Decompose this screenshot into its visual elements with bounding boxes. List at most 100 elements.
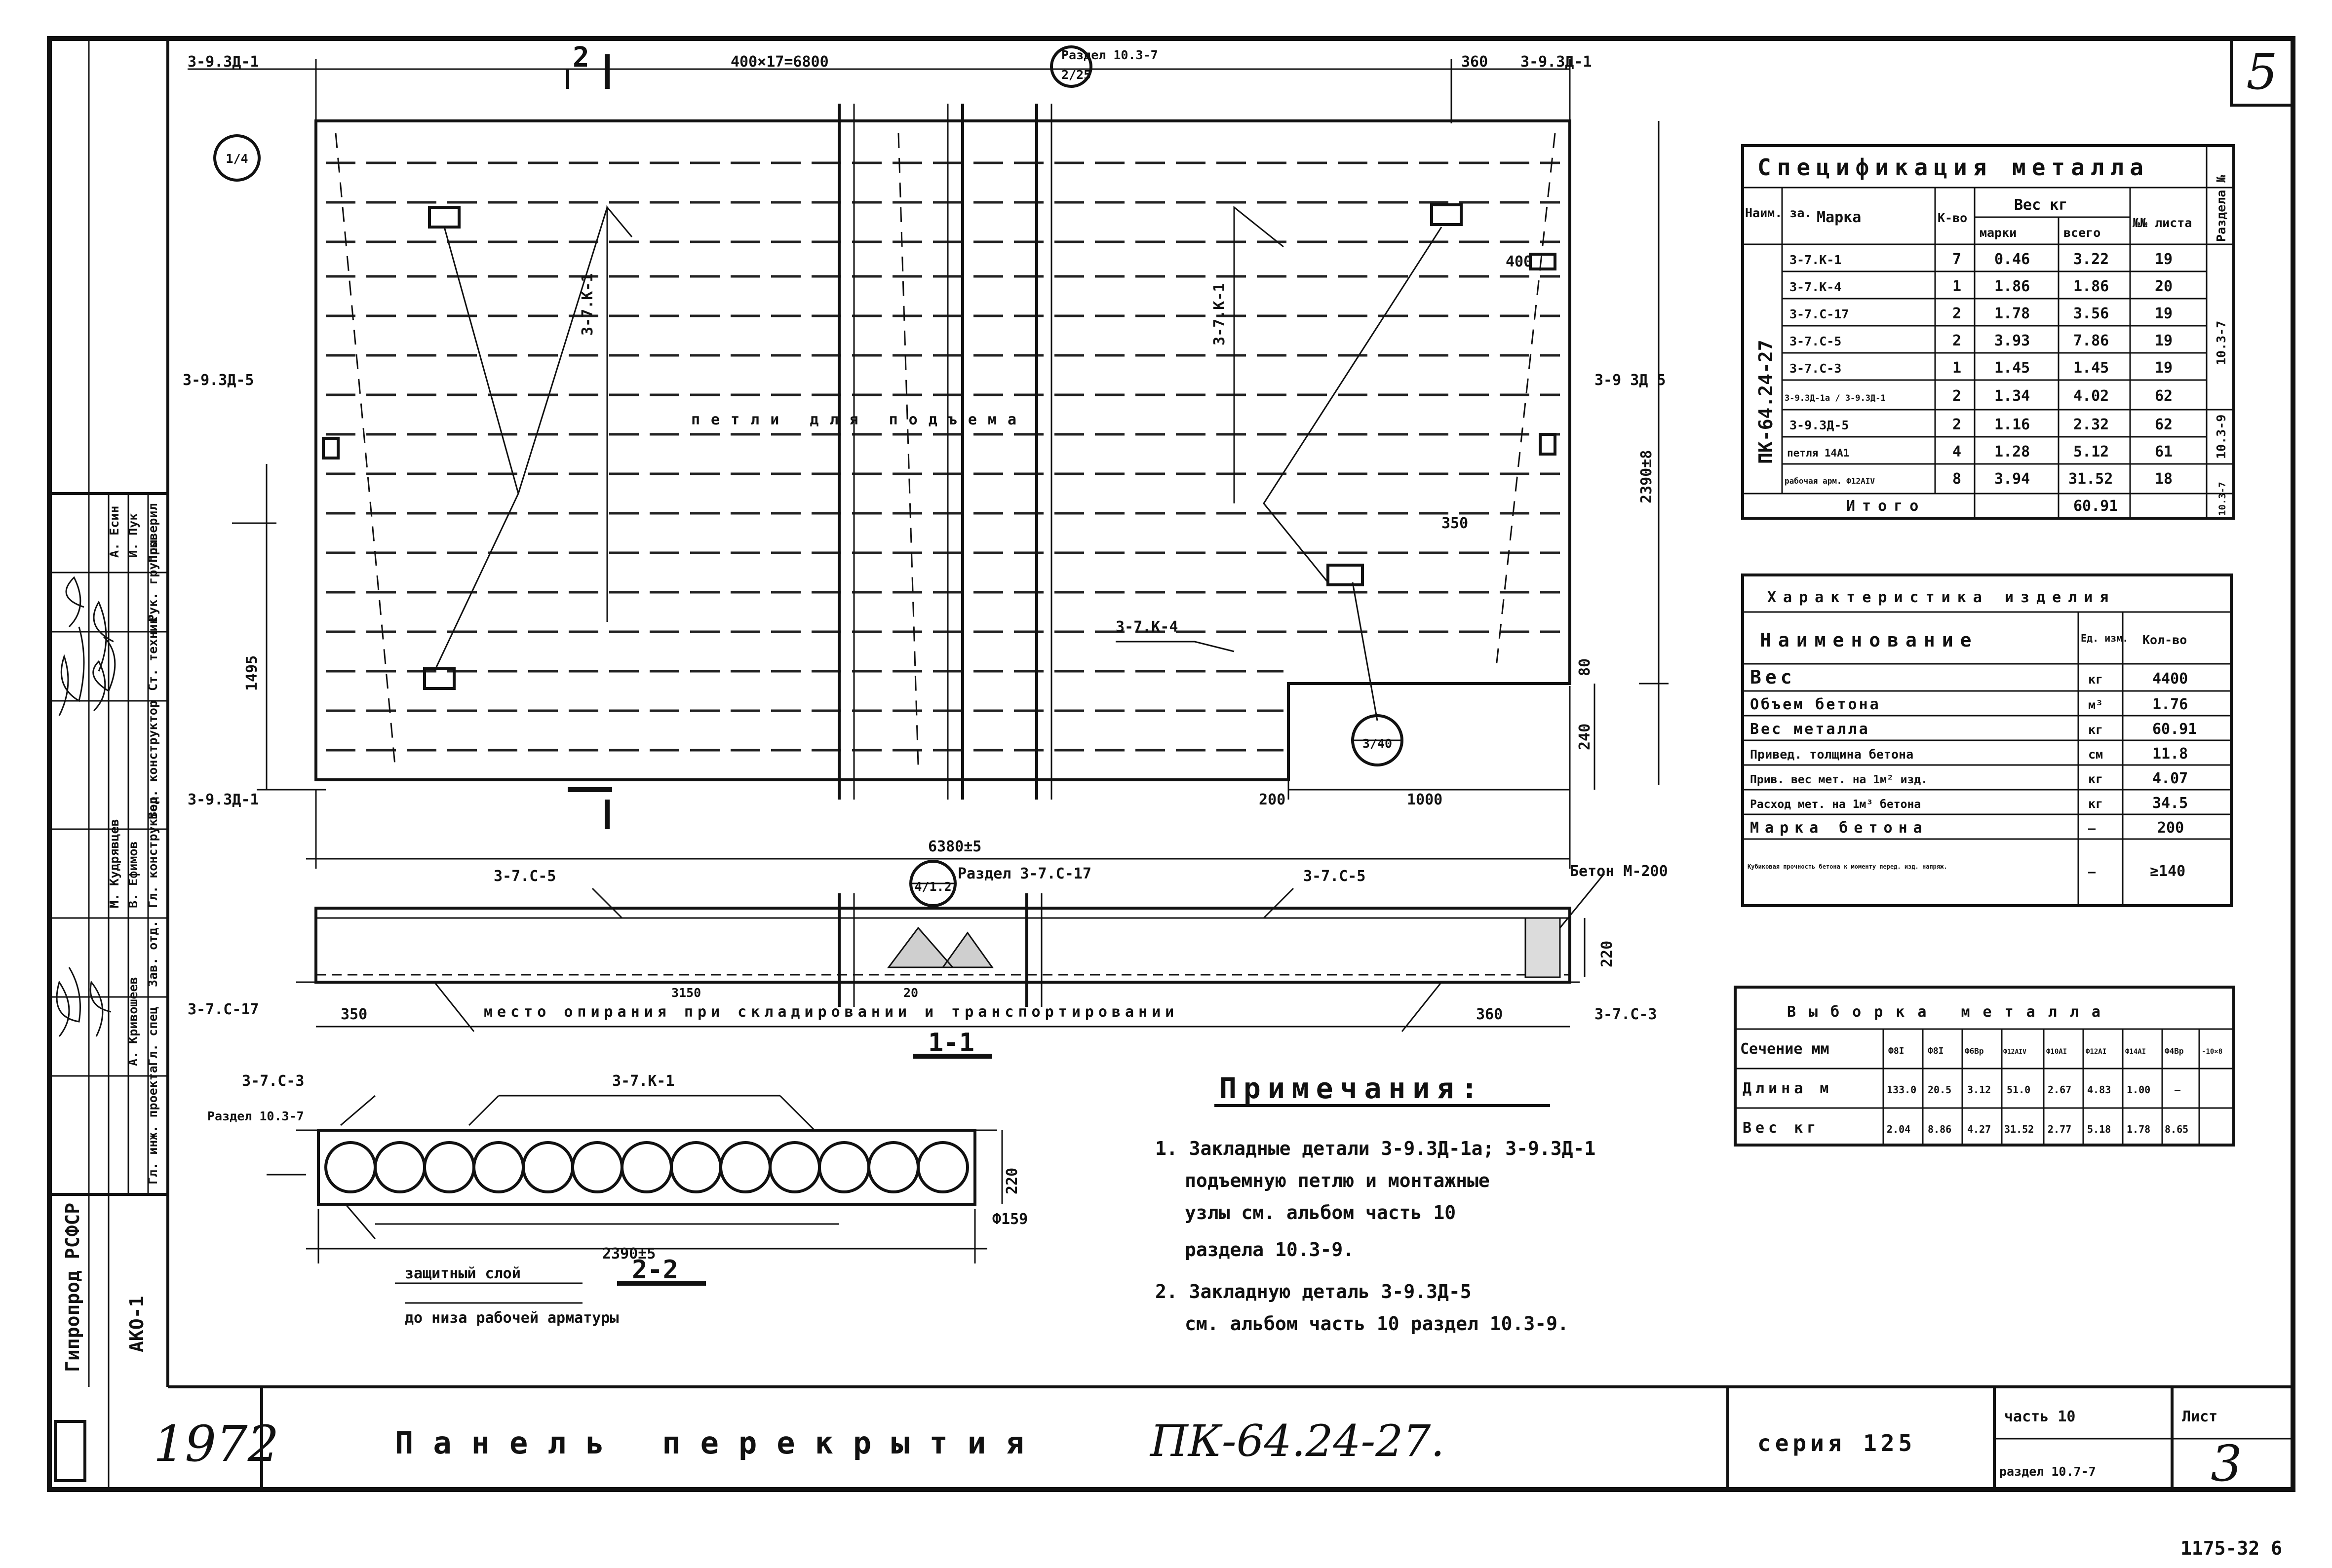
lifting-loop: [1430, 203, 1463, 226]
plan-dim: 350: [1441, 515, 1468, 532]
spec-cell: 1.86: [1994, 278, 2030, 295]
title-block: [260, 1387, 2293, 1490]
section-callout-circle: 4/1.2: [914, 880, 951, 894]
char-cell: Марка бетона: [1750, 819, 1928, 837]
plan-label: 3-9.3Д-5: [183, 372, 254, 389]
plan-view: [188, 54, 1669, 869]
spec-cell: 3-7.К-4: [1789, 280, 1841, 294]
side-org: Гипропрод РСФСР: [62, 1203, 83, 1372]
spec-header: Раздела №: [2214, 175, 2228, 242]
select-cell: 31.52: [2004, 1123, 2034, 1135]
plan-dim: 6380±5: [928, 838, 981, 855]
spec-rows: 3-7.К-1 7 0.46 3.22 19 3-7.К-4 1 1.86 1.…: [1785, 251, 2173, 488]
signature: [93, 600, 114, 672]
stamp-role: Проверил: [146, 503, 160, 563]
char-cell: Вес: [1750, 666, 1796, 688]
select-row-label: Длина м: [1743, 1080, 1832, 1097]
spec-cell: 5.12: [2073, 443, 2109, 460]
spec-cell: 1.45: [2073, 359, 2109, 377]
spec-cell: 19: [2155, 332, 2173, 349]
char-header: Кол-во: [2142, 633, 2187, 647]
notes-heading: Примечания:: [1219, 1071, 1485, 1105]
char-cell: 200: [2157, 819, 2184, 837]
spec-cell: 2: [1952, 305, 1961, 322]
select-cell: 3.12: [1967, 1084, 1991, 1096]
char-title: Характеристика изделия: [1767, 589, 2115, 606]
stamp-role: Гл. инж. проекта: [146, 1066, 160, 1185]
section-dim: 20: [903, 986, 918, 1000]
spec-cell: 3.94: [1994, 470, 2030, 488]
select-col: Ф14АI: [2125, 1048, 2146, 1056]
char-cell: 1.76: [2152, 696, 2188, 713]
embedded-part: [1539, 433, 1556, 456]
char-header: Ед. изм.: [2081, 632, 2128, 644]
section-dim: 360: [1476, 1006, 1503, 1023]
callout-circle: [1050, 45, 1092, 88]
plan-label: 3-9 3Д 5: [1594, 372, 1666, 389]
char-cell: 4.07: [2152, 770, 2188, 787]
stamp-name: А. Кривошеев: [126, 977, 140, 1066]
spec-header: Вес кг: [2014, 196, 2067, 214]
spec-cell: 3-7.К-1: [1789, 253, 1841, 267]
plan-section-mark: 2: [573, 41, 589, 74]
spec-cell: 19: [2155, 305, 2173, 322]
select-title: Выборка металла: [1787, 1003, 2113, 1021]
spec-cell: 8: [1952, 470, 1961, 488]
note-line: подъемную петлю и монтажные: [1185, 1170, 1490, 1191]
lifting-loop: [1326, 564, 1364, 586]
select-cell: 8.65: [2165, 1123, 2188, 1135]
section22-note: защитный слой: [405, 1265, 521, 1282]
spec-total-value: 60.91: [2073, 497, 2118, 515]
char-cell: Прив. вес мет. на 1м² изд.: [1750, 773, 1928, 786]
section-label: Раздел 3-7.С-17: [958, 865, 1091, 882]
spec-cell: 61: [2155, 443, 2173, 460]
plan-dim: 200: [1259, 791, 1285, 808]
spec-cell: 3-7.С-5: [1789, 334, 1841, 348]
callout-circle: [213, 134, 261, 182]
char-cell: кг: [2088, 723, 2103, 737]
plan-callout-circle: 1/4: [226, 152, 248, 166]
spec-cell: 18: [2155, 470, 2173, 488]
section-dim: 3150: [671, 986, 701, 1000]
select-cell: 20.5: [1928, 1084, 1951, 1096]
select-col: Сечение мм: [1740, 1040, 1829, 1058]
signature: [56, 967, 81, 1037]
spec-cell: 62: [2155, 387, 2173, 405]
select-cell: 1.78: [2127, 1123, 2150, 1135]
spec-cell: 0.46: [1994, 251, 2030, 268]
sheet-corner-number: 5: [2246, 43, 2278, 101]
spec-cell: 4: [1952, 443, 1961, 460]
section-1-1: [296, 873, 1605, 1059]
select-col: Ф6Вр: [1965, 1046, 1984, 1056]
section22-label: 3-7.С-3: [242, 1072, 304, 1090]
side-album: АКО-1: [126, 1296, 148, 1352]
spec-header: Марка: [1817, 209, 1861, 226]
title-mark: ПК-64.24-27.: [1149, 1415, 1444, 1466]
spec-cell: 3-9.3Д-5: [1789, 418, 1849, 432]
spec-total-label: Итого: [1846, 497, 1925, 515]
char-cell: м³: [2088, 698, 2103, 712]
signature: [65, 576, 84, 628]
char-cell: —: [2088, 865, 2096, 879]
signature: [89, 980, 112, 1037]
select-col: Ф8I: [1888, 1046, 1904, 1056]
stamp-name: В. Ефимов: [126, 841, 140, 908]
plan-label: 3-7.К-1: [1211, 283, 1228, 345]
note-line: 2. Закладную деталь 3-9.3Д-5: [1155, 1281, 1472, 1302]
year: 1972: [154, 1415, 279, 1473]
select-col: Ф4Вр: [2165, 1046, 2184, 1056]
char-cell: 4400: [2152, 670, 2188, 688]
spec-cell: 1.16: [1994, 416, 2030, 433]
section22-dim: Ф159: [992, 1211, 1028, 1228]
plan-loop-text: петли для подъема: [691, 411, 1027, 428]
select-col: Ф8I: [1928, 1046, 1944, 1056]
plan-dim: 1495: [243, 655, 261, 691]
char-cell: —: [2088, 821, 2096, 836]
spec-cell: 1: [1952, 278, 1961, 295]
sheet-frame: [47, 36, 2295, 1492]
select-cell: 133.0: [1887, 1084, 1916, 1096]
char-cell: Кубиковая прочность бетона к моменту пер…: [1748, 863, 1947, 870]
section-label: 3-7.С-3: [1594, 1006, 1657, 1023]
stamp-role: Вед. конструктор: [146, 700, 160, 819]
spec-cell: 1.78: [1994, 305, 2030, 322]
